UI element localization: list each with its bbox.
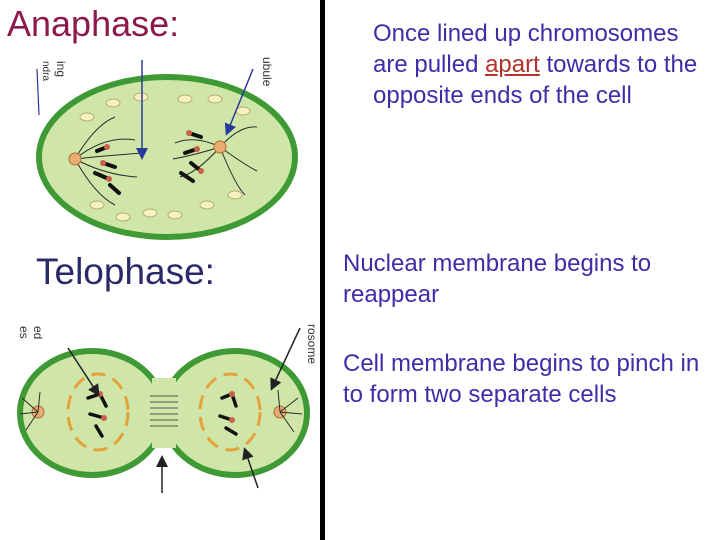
vesicle	[167, 210, 183, 220]
nuclear-membrane-left	[66, 372, 130, 452]
pointer-left	[36, 68, 40, 116]
kinetochore	[194, 146, 200, 152]
centrosome-left	[68, 152, 82, 166]
label-left-2: es	[17, 326, 31, 339]
vesicle	[142, 208, 158, 218]
telophase-diagram: ed es rosome	[17, 324, 319, 493]
pointer-nuclear	[67, 347, 100, 397]
vertical-divider	[320, 0, 325, 540]
vesicle	[207, 94, 223, 104]
vesicle	[105, 98, 121, 108]
label-left: ing	[54, 61, 68, 77]
cell-membrane-text: Cell membrane begins to pinch in to form…	[343, 350, 700, 408]
anaphase-text-after: towards to the opposite ends of the cell	[373, 51, 698, 109]
vesicle	[79, 112, 95, 122]
label-left-2: ndra	[40, 61, 51, 81]
anaphase-text-before: Once lined up chromosomes are pulled	[373, 20, 679, 78]
label-right: ubule	[260, 57, 274, 87]
pointer-bottom-right	[242, 447, 259, 489]
nuclear-membrane-text: Nuclear membrane begins to reappear	[343, 250, 652, 308]
anaphase-description: Once lined up chromosomes are pulled apa…	[373, 18, 713, 111]
vesicle	[133, 92, 149, 102]
anaphase-title: Anaphase:	[7, 3, 180, 44]
chromosome	[179, 171, 195, 183]
label-right: rosome	[305, 324, 319, 364]
vesicle	[115, 212, 131, 222]
label-left: ed	[31, 326, 45, 339]
nuclear-membrane-right	[198, 372, 262, 452]
kinetochore	[186, 130, 192, 136]
anaphase-diagram: ing ndra ubule	[36, 57, 298, 240]
vesicle	[235, 106, 251, 116]
kinetochore	[100, 160, 106, 166]
vesicle	[177, 94, 193, 104]
kinetochore	[198, 168, 204, 174]
anaphase-text-highlight: apart	[485, 51, 540, 78]
vesicle	[227, 190, 243, 200]
telophase-title: Telophase:	[36, 251, 215, 292]
vesicle	[199, 200, 215, 210]
centrosome-right	[213, 140, 227, 154]
pointer-right	[224, 68, 254, 136]
kinetochore	[106, 176, 112, 182]
vesicle	[89, 200, 105, 210]
kinetochore	[104, 144, 110, 150]
pointer-right-membrane	[270, 327, 301, 391]
chromosome	[108, 183, 121, 195]
